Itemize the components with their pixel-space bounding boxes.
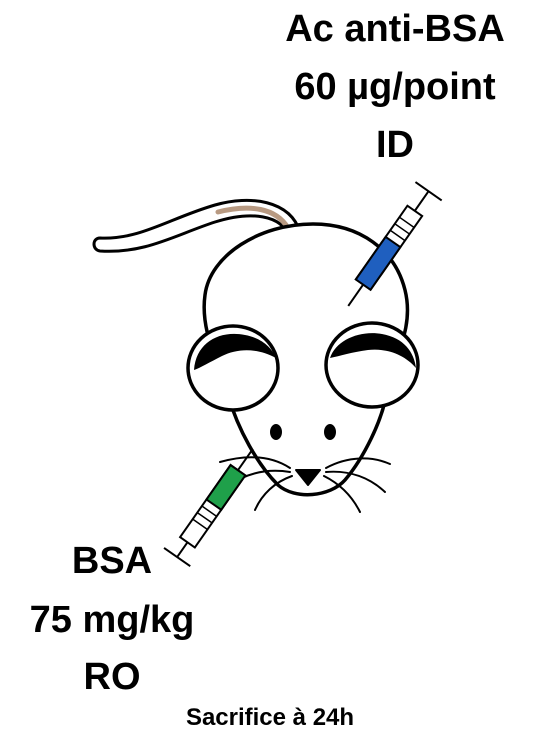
bottom-label-line3: RO — [12, 658, 212, 696]
top-label-line3: ID — [260, 126, 530, 164]
bottom-label-line1: BSA — [12, 542, 212, 580]
footer-label: Sacrifice à 24h — [0, 706, 540, 730]
bottom-label-line2: 75 mg/kg — [12, 601, 212, 639]
left-ear — [188, 326, 278, 410]
top-label-line2: 60 µg/point — [260, 68, 530, 106]
top-label-line1: Ac anti-BSA — [260, 10, 530, 48]
syringe-bottom-fill — [206, 465, 245, 510]
right-ear — [326, 323, 418, 407]
